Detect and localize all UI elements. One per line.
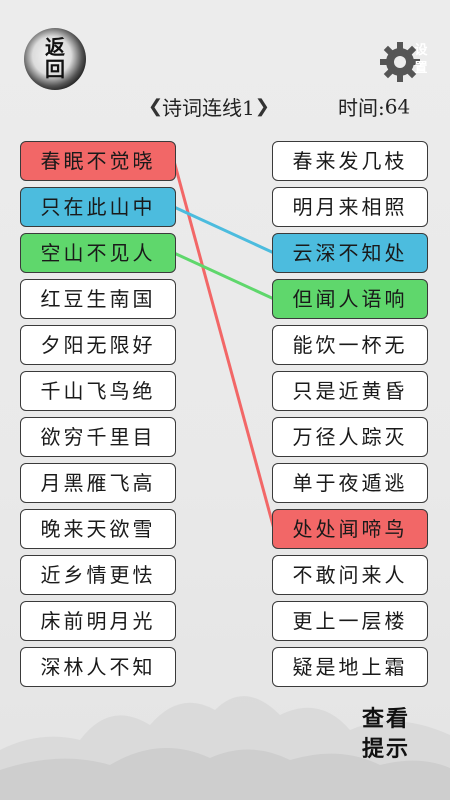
right-verse-card[interactable]: 但闻人语响 [272,279,428,319]
gear-icon [380,42,420,82]
ink-mountains-background [0,696,450,800]
right-verse-card[interactable]: 不敢问来人 [272,555,428,595]
left-verse-card[interactable]: 红豆生南国 [20,279,176,319]
right-verse-card[interactable]: 明月来相照 [272,187,428,227]
next-level-arrow-icon[interactable]: ❯ [254,95,270,117]
left-verse-card[interactable]: 床前明月光 [20,601,176,641]
right-verse-card[interactable]: 单于夜遁逃 [272,463,428,503]
left-verse-card[interactable]: 夕阳无限好 [20,325,176,365]
hint-button-label: 查看 提示 [361,706,410,762]
level-title: 诗词连线1 [162,95,255,120]
show-hint-button[interactable]: 查看 提示 [338,700,434,780]
right-verse-card[interactable]: 疑是地上霜 [272,647,428,687]
connection-line [172,160,276,530]
left-verse-card[interactable]: 只在此山中 [20,187,176,227]
left-verse-card[interactable]: 月黑雁飞高 [20,463,176,503]
right-verse-card[interactable]: 能饮一杯无 [272,325,428,365]
timer: 时间:64 [338,92,410,121]
left-verse-card[interactable]: 空山不见人 [20,233,176,273]
left-verse-card[interactable]: 欲穷千里目 [20,417,176,457]
settings-button[interactable]: 设 置 [378,40,434,84]
left-verse-card[interactable]: 千山飞鸟绝 [20,371,176,411]
right-verse-card[interactable]: 处处闻啼鸟 [272,509,428,549]
settings-label: 设 置 [414,43,428,76]
timer-label: 时间: [338,96,385,120]
prev-level-arrow-icon[interactable]: ❮ [148,95,164,117]
right-verse-card[interactable]: 更上一层楼 [272,601,428,641]
left-verse-card[interactable]: 近乡情更怯 [20,555,176,595]
right-verse-card[interactable]: 万径人踪灭 [272,417,428,457]
left-verse-card[interactable]: 深林人不知 [20,647,176,687]
connection-line [173,205,275,255]
right-verse-card[interactable]: 只是近黄昏 [272,371,428,411]
timer-value: 64 [384,94,411,119]
right-verse-card[interactable]: 春来发几枝 [272,141,428,181]
left-verse-card[interactable]: 春眠不觉晓 [20,141,176,181]
back-button-label: 返 回 [45,35,65,81]
left-verse-card[interactable]: 晚来天欲雪 [20,509,176,549]
right-verse-card[interactable]: 云深不知处 [272,233,428,273]
level-selector: ❮ 诗词连线1 ❯ [148,91,270,121]
back-button[interactable]: 返 回 [24,28,86,90]
connection-line [173,251,275,301]
